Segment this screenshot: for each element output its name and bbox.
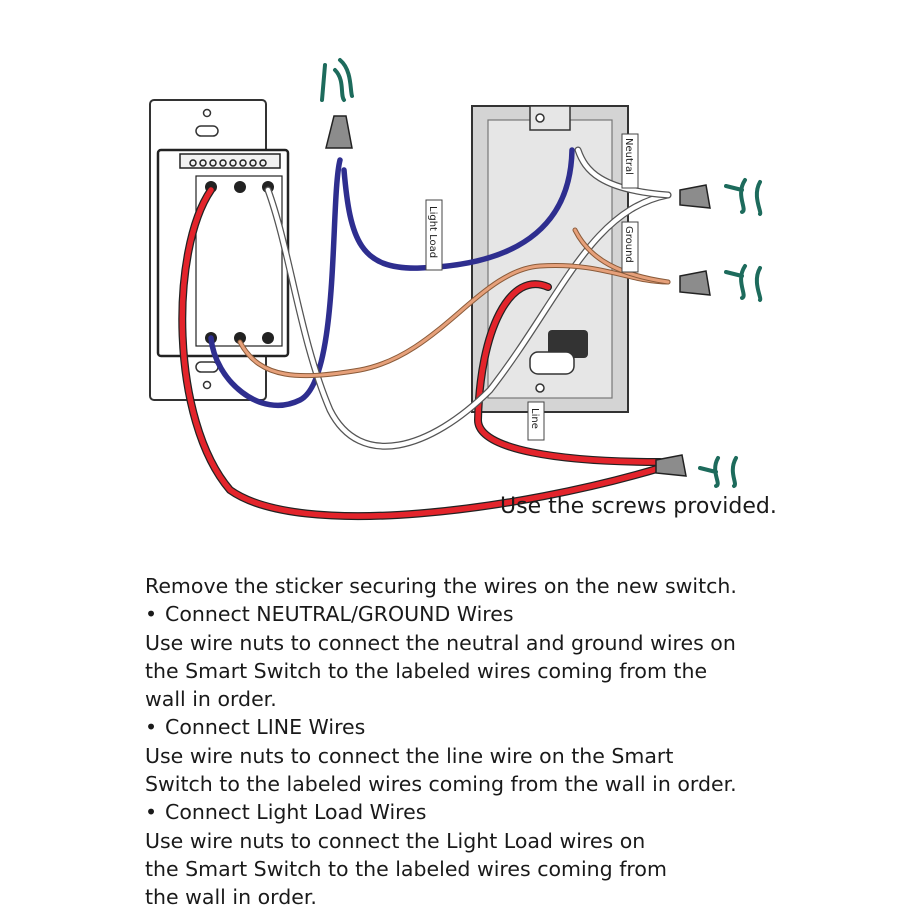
twist-arrow-icon [724,178,763,216]
wire-nuts [325,115,711,477]
step-text: the Smart Switch to the labeled wires co… [145,658,708,683]
light-load-label: Light Load [427,206,438,258]
bullet-icon: • [145,602,158,627]
wire-nut-top [325,115,353,149]
line-label: Line [529,408,540,429]
wire-tags: Light Load Neutral Ground Line [425,133,639,441]
step-text: Switch to the labeled wires coming from … [145,772,737,797]
wire-nut-ground [679,270,711,296]
wires [178,146,672,521]
diagram-caption: Use the screws provided. [500,494,777,519]
step-heading: •Connect Light Load Wires [145,798,865,826]
step-text: Use wire nuts to connect the line wire o… [145,743,674,768]
wire-nut-line [655,454,687,477]
step-text: Use wire nuts to connect the neutral and… [145,630,736,655]
twist-arrow-icon [320,58,354,102]
step-text: Use wire nuts to connect the Light Load … [145,828,646,853]
bullet-icon: • [145,715,158,740]
smart-switch [149,99,290,401]
bullet-icon: • [145,800,158,825]
step-heading: •Connect NEUTRAL/GROUND Wires [145,600,865,628]
ground-label: Ground [623,226,634,263]
wire-nut-neutral [679,184,711,209]
instructions: Remove the sticker securing the wires on… [145,572,865,912]
neutral-label: Neutral [623,138,634,175]
twist-arrow-icons [320,58,763,488]
wiring-diagram: Light Load Neutral Ground Line [149,58,763,521]
step-heading: •Connect LINE Wires [145,713,865,741]
twist-arrow-icon [724,264,763,302]
step-text: the wall in order. [145,885,317,910]
twist-arrow-icon [698,456,738,488]
intro-text: Remove the sticker securing the wires on… [145,574,737,598]
blue-wire-switch [208,157,343,408]
step-text: wall in order. [145,687,277,712]
step-text: the Smart Switch to the labeled wires co… [145,856,667,881]
wall-box [471,105,629,413]
